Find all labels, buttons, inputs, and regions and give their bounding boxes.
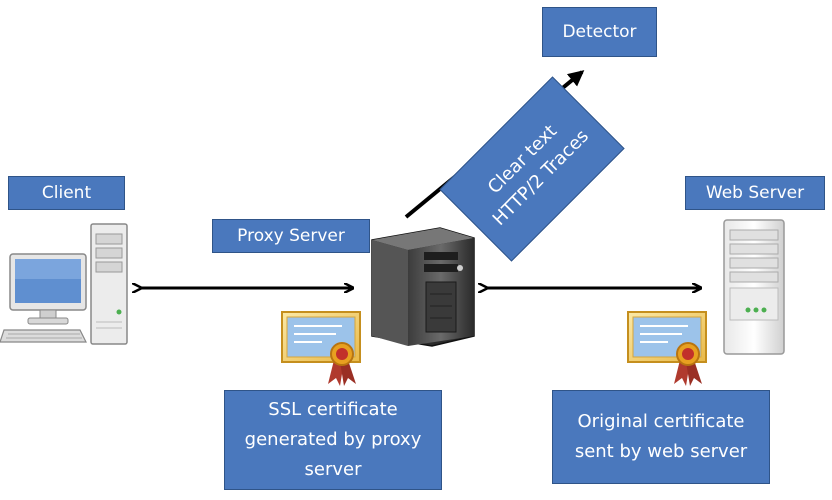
certificate-icon — [627, 311, 707, 386]
rack-server-icon — [723, 219, 785, 355]
ssl-cert-line-2: generated by proxy — [244, 429, 422, 450]
tower-server-icon — [371, 227, 475, 347]
orig-cert-line-2: sent by web server — [574, 441, 748, 462]
desktop-computer-icon — [0, 223, 128, 345]
orig-cert-line-1: Original certificate — [577, 411, 745, 432]
web-server-label: Web Server — [685, 176, 825, 210]
ssl-cert-line-1: SSL certificate — [268, 399, 398, 420]
client-label: Client — [8, 176, 125, 210]
ssl-cert-line-3: server — [304, 459, 362, 480]
ssl-certificate-label: SSL certificate generated by proxy serve… — [224, 390, 442, 490]
proxy-server-label: Proxy Server — [212, 219, 370, 253]
detector-label: Detector — [542, 7, 657, 57]
original-certificate-label: Original certificate sent by web server — [552, 390, 770, 484]
certificate-icon — [281, 311, 361, 386]
